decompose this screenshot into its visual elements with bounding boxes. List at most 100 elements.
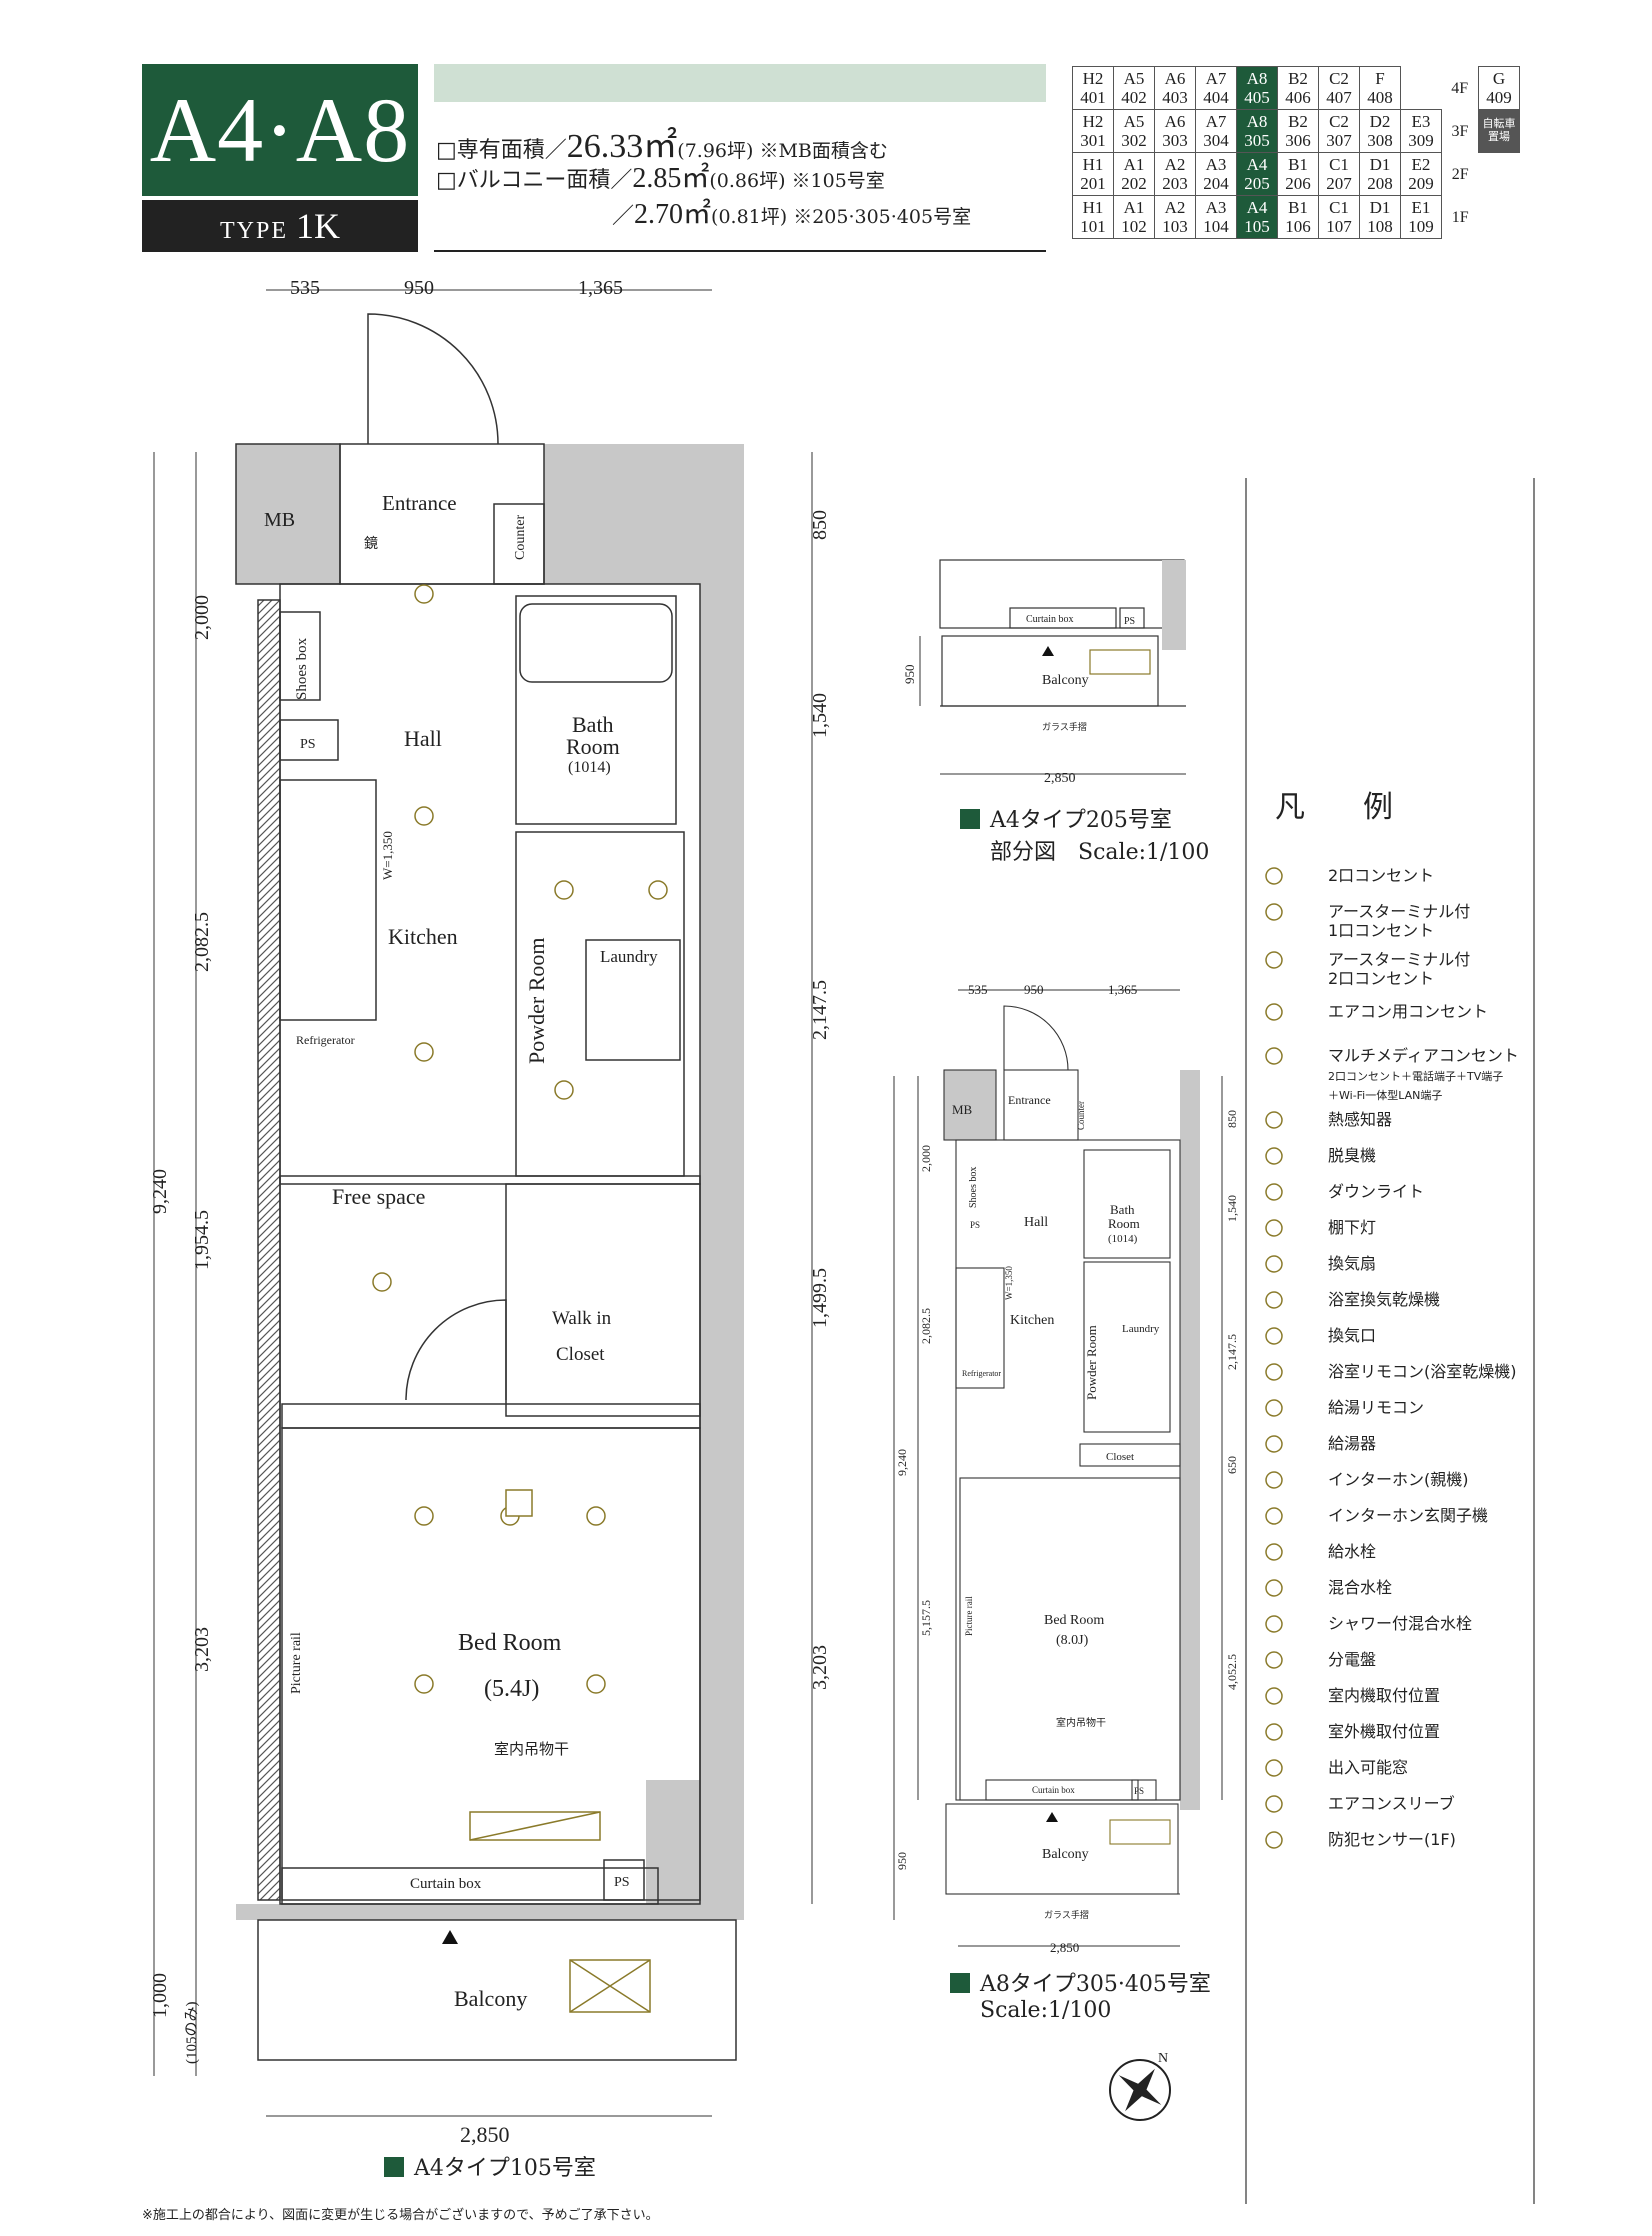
indoor-unit-line xyxy=(469,1811,601,1841)
unit-type: H1 xyxy=(1082,155,1104,174)
small-curtain-box xyxy=(985,1779,1139,1801)
legend-text: エアコン用コンセント xyxy=(1328,1002,1488,1021)
legend-text: 混合水栓 xyxy=(1328,1578,1392,1597)
unit-type: D1 xyxy=(1369,198,1391,217)
small-dim-top-3: 1,365 xyxy=(1108,982,1137,997)
unit-type: B2 xyxy=(1288,112,1308,131)
balcony-area-1: □バルコニー面積／2.85㎡(0.86坪) ※105号室 xyxy=(436,156,885,196)
small-dim-bottom: 2,850 xyxy=(1050,1940,1079,1955)
bathtub xyxy=(519,603,673,683)
small-mb-box xyxy=(943,1069,997,1141)
unit-type: E3 xyxy=(1411,112,1431,131)
main-plan-labels: 535 950 1,365 9,240 2,000 2,082.5 1,954.… xyxy=(149,277,831,2147)
dim-left-3: 1,954.5 xyxy=(191,1210,213,1270)
small-dim-top-2: 950 xyxy=(1024,982,1044,997)
legend-text: インターホン玄関子機 xyxy=(1328,1506,1488,1525)
legend-item: 分電盤 xyxy=(1262,1644,1562,1680)
unit-type: A1 xyxy=(1123,198,1145,217)
dim-left-4: 3,203 xyxy=(191,1627,213,1672)
downlight-icon xyxy=(554,880,574,900)
legend-item: 棚下灯 xyxy=(1262,1212,1562,1248)
legend-item: エアコン用コンセント xyxy=(1262,996,1562,1032)
legend-item: シャワー付混合水栓 xyxy=(1262,1608,1562,1644)
legend-label: 室内機取付位置 xyxy=(1328,1686,1441,1705)
unit-type: C1 xyxy=(1329,198,1349,217)
shower-faucet-icon xyxy=(1262,1612,1298,1636)
small-floor-plan xyxy=(893,989,1223,1947)
unit-type: A7 xyxy=(1205,112,1227,131)
unit-type: C1 xyxy=(1329,155,1349,174)
legend-sub-1: 2口コンセント＋電話端子＋TV端子 xyxy=(1328,1070,1504,1083)
legend-text: 給湯器 xyxy=(1328,1434,1376,1453)
indoor-unit-icon xyxy=(1262,1684,1298,1708)
deodorizer-icon xyxy=(1262,1144,1298,1168)
legend-label: 給湯器 xyxy=(1328,1434,1377,1453)
unit-type: H1 xyxy=(1082,198,1104,217)
legend-label: シャワー付混合水栓 xyxy=(1328,1614,1473,1633)
heat-detector-icon xyxy=(1262,1108,1298,1132)
legend-item: インターホン玄関子機 xyxy=(1262,1500,1562,1536)
security-sensor-icon xyxy=(1262,1828,1298,1852)
legend-text: 熱感知器 xyxy=(1328,1110,1392,1129)
small-kitchen-label: Kitchen xyxy=(1010,1313,1054,1328)
shoes-box xyxy=(279,611,321,701)
unit-number: 402 xyxy=(1121,88,1147,107)
small-plan-scale: Scale:1/100 xyxy=(980,1998,1112,2023)
small-plan-caption: A8タイプ305·405号室 xyxy=(950,1966,1211,1998)
legend-label: 浴室換気乾燥機 xyxy=(1328,1290,1441,1309)
downlight-icon xyxy=(414,584,434,604)
entrance-label: Entrance xyxy=(382,491,457,515)
unit-number: 306 xyxy=(1285,131,1311,150)
legend-label: 給湯リモコン xyxy=(1328,1398,1425,1417)
legend-text: 室内機取付位置 xyxy=(1328,1686,1440,1705)
intercom-master-icon xyxy=(1262,1468,1298,1492)
legend-item: エアコンスリーブ xyxy=(1262,1788,1562,1824)
legend-label: 換気口 xyxy=(1328,1326,1377,1345)
partial-scale: Scale:1/100 xyxy=(1078,840,1210,865)
legend-label: 換気扇 xyxy=(1328,1254,1377,1273)
outlet-2-icon xyxy=(1262,864,1298,888)
ps-label: PS xyxy=(300,737,316,752)
legend-label: エアコンスリーブ xyxy=(1328,1794,1455,1813)
free-space-line xyxy=(279,1175,701,1185)
legend-text: 防犯センサー(1F) xyxy=(1328,1830,1456,1849)
small-dim-left-2: 2,082.5 xyxy=(919,1308,933,1344)
unit-type: A6 xyxy=(1164,112,1186,131)
unit-type: A3 xyxy=(1205,155,1227,174)
legend-item: 浴室リモコン(浴室乾燥機) xyxy=(1262,1356,1562,1392)
partial-outdoor-unit xyxy=(1089,649,1151,675)
unit-type: A3 xyxy=(1205,198,1227,217)
unit-number: 208 xyxy=(1367,174,1393,193)
legend-label: 混合水栓 xyxy=(1328,1578,1393,1597)
partial-curtain-label: Curtain box xyxy=(1026,614,1074,625)
legend-label-2: 1口コンセント xyxy=(1328,921,1435,940)
legend-label: 脱臭機 xyxy=(1328,1146,1377,1165)
indoor-dry-label: 室内吊物干 xyxy=(494,1741,569,1758)
small-door-swing xyxy=(1003,1005,1069,1071)
unit-type: C2 xyxy=(1329,69,1349,88)
water-heater-icon xyxy=(1262,1432,1298,1456)
mirror-label: 鏡 xyxy=(364,536,378,552)
legend-label: エアコン用コンセント xyxy=(1328,1002,1489,1021)
legend-label: 給水栓 xyxy=(1328,1542,1377,1561)
unit-type: A8 xyxy=(1246,112,1268,131)
floor-label: 3F xyxy=(1451,122,1469,140)
laundry-label: Laundry xyxy=(600,947,658,966)
unit-type: A4 xyxy=(1246,198,1268,217)
legend-label: 室外機取付位置 xyxy=(1328,1722,1441,1741)
bed-room-box xyxy=(281,1427,701,1901)
unit-number: 205 xyxy=(1244,174,1270,193)
small-bath xyxy=(1083,1149,1171,1259)
partial-plan-caption: A4タイプ205号室 xyxy=(960,802,1172,834)
downlight-icon xyxy=(586,1506,606,1526)
legend-item: 出入可能窓 xyxy=(1262,1752,1562,1788)
